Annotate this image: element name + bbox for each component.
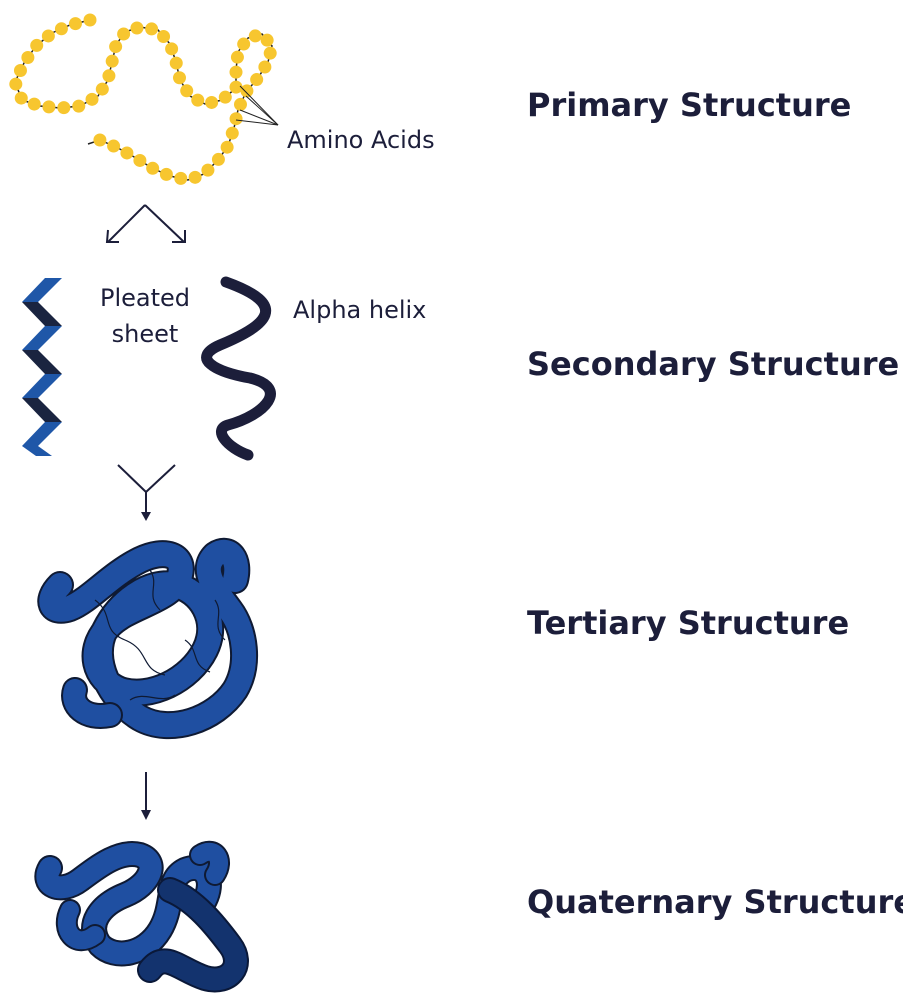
amino-acids-label: Amino Acids xyxy=(287,126,435,154)
alpha-helix-icon xyxy=(207,282,271,455)
amino-acid-bead xyxy=(106,55,119,68)
amino-acid-bead xyxy=(55,22,68,35)
amino-acid-bead xyxy=(180,84,193,97)
merge-arrow xyxy=(118,465,175,521)
amino-acid-bead xyxy=(28,98,41,111)
amino-acid-bead xyxy=(120,146,133,159)
amino-acid-bead xyxy=(72,100,85,113)
primary-structure-heading: Primary Structure xyxy=(527,86,851,124)
amino-acid-bead xyxy=(57,101,70,114)
amino-acid-bead xyxy=(205,96,218,109)
amino-acid-bead xyxy=(157,30,170,43)
amino-acid-bead xyxy=(160,168,173,181)
amino-acid-bead xyxy=(230,112,243,125)
amino-acid-bead xyxy=(212,153,225,166)
amino-acid-bead xyxy=(258,61,271,74)
quaternary-structure-heading: Quaternary Structure xyxy=(527,883,903,921)
amino-acid-bead xyxy=(261,34,274,47)
amino-acid-bead xyxy=(14,64,27,77)
amino-acid-bead xyxy=(133,154,146,167)
amino-acid-bead xyxy=(30,39,43,52)
amino-acid-bead xyxy=(201,164,214,177)
amino-acid-bead xyxy=(231,51,244,64)
pleated-sheet-label-line2: sheet xyxy=(112,320,179,348)
quaternary-structure-icon xyxy=(47,852,236,980)
amino-acid-bead xyxy=(237,38,250,51)
amino-acid-bead xyxy=(15,92,28,105)
amino-acid-chain: Amino Acids xyxy=(9,14,434,185)
amino-acid-bead xyxy=(145,22,158,35)
secondary-structure-heading: Secondary Structure xyxy=(527,345,899,383)
amino-acid-bead xyxy=(249,29,262,42)
amino-acid-bead xyxy=(191,94,204,107)
amino-acid-bead xyxy=(42,100,55,113)
amino-acid-bead xyxy=(107,140,120,153)
down-arrow xyxy=(141,772,151,820)
amino-acid-bead xyxy=(170,57,183,70)
amino-acid-bead xyxy=(146,162,159,175)
amino-acid-bead xyxy=(96,83,109,96)
split-arrows xyxy=(107,205,185,242)
amino-acid-bead xyxy=(234,98,247,111)
amino-acid-bead xyxy=(102,69,115,82)
amino-acid-bead xyxy=(264,47,277,60)
pleated-sheet-icon xyxy=(22,278,62,456)
amino-acid-bead xyxy=(221,141,234,154)
amino-acid-bead xyxy=(109,40,122,53)
amino-acid-bead xyxy=(165,42,178,55)
amino-acid-bead xyxy=(117,27,130,40)
amino-acid-bead xyxy=(69,17,82,30)
pleated-sheet-label-line1: Pleated xyxy=(100,284,190,312)
amino-acid-bead xyxy=(189,171,202,184)
alpha-helix-label: Alpha helix xyxy=(293,296,426,324)
tertiary-structure-icon xyxy=(51,552,244,725)
amino-acid-bead xyxy=(21,51,34,64)
amino-acid-bead xyxy=(130,22,143,35)
amino-acid-bead xyxy=(93,134,106,147)
amino-acid-bead xyxy=(250,73,263,86)
amino-acid-bead xyxy=(86,93,99,106)
amino-acid-bead xyxy=(230,66,243,79)
amino-acid-bead xyxy=(42,29,55,42)
amino-acid-bead xyxy=(174,172,187,185)
tertiary-structure-heading: Tertiary Structure xyxy=(527,604,849,642)
amino-acid-bead xyxy=(173,71,186,84)
amino-acid-bead xyxy=(219,91,232,104)
amino-acid-bead xyxy=(84,14,97,27)
amino-acid-bead xyxy=(226,127,239,140)
amino-acid-beads xyxy=(9,14,276,185)
amino-acid-bead xyxy=(9,78,22,91)
amino-acid-bead xyxy=(240,84,253,97)
